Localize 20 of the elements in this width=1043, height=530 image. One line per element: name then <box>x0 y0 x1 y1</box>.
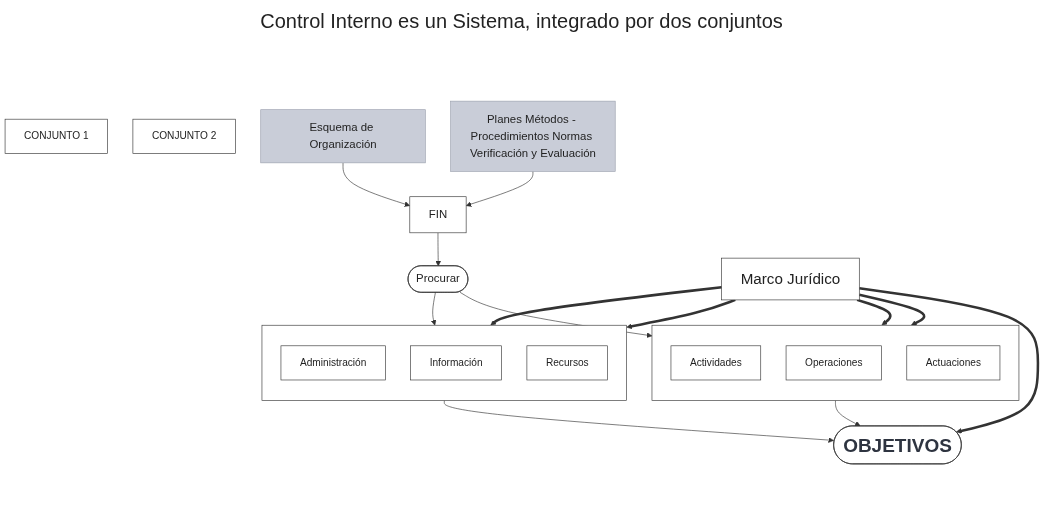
node-box: Administración <box>280 345 386 381</box>
arrow <box>490 285 722 326</box>
arrow <box>859 293 926 326</box>
node-box: Información <box>410 345 502 381</box>
node-box: Esquema de Organización <box>260 109 426 164</box>
arrow <box>626 298 736 330</box>
cluster <box>651 324 1020 401</box>
arrow <box>859 287 1040 434</box>
node-box: Recursos <box>526 345 608 381</box>
node-box: FIN <box>409 196 467 234</box>
node-box: Actuaciones <box>906 345 1001 381</box>
node-box: Actividades <box>670 345 762 381</box>
node-box: CONJUNTO 2 <box>132 118 236 154</box>
node-box: Planes Métodos - Procedimientos Normas Verificación y Evaluación <box>450 100 616 172</box>
node-box: Operaciones <box>785 345 882 381</box>
cluster <box>261 324 627 401</box>
node-box: CONJUNTO 1 <box>4 118 108 154</box>
diagram-title: Control Interno es un Sistema, integrado por dos conjuntos <box>259 9 784 34</box>
node-box: Marco Jurídico <box>721 257 860 301</box>
arrow <box>856 298 892 326</box>
